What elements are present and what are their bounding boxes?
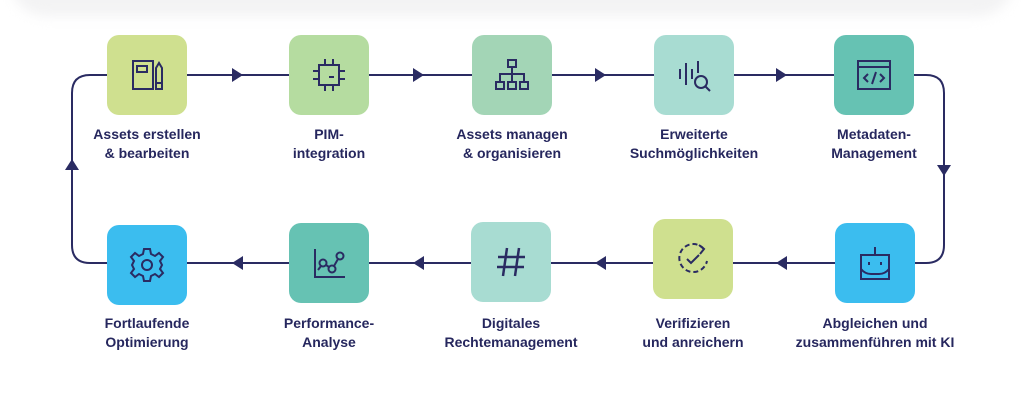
step-pim-integration (289, 35, 369, 115)
step-label: Metadaten-Management (831, 126, 917, 161)
step-metadaten-management (834, 35, 914, 115)
step-assets-managen (472, 35, 552, 115)
step-fortlaufende-optimierung (107, 225, 187, 305)
step-label: Assets managen& organisieren (456, 126, 568, 161)
step-assets-erstellen (107, 35, 187, 115)
step-digitales-rechtemanagement (471, 222, 551, 302)
arrow-left-2 (595, 256, 606, 270)
code-window-icon (857, 60, 891, 90)
arrow-right-2 (413, 68, 424, 82)
robot-icon (860, 247, 890, 280)
arrow-right-1 (232, 68, 243, 82)
arrow-left-3 (413, 256, 424, 270)
step-abgleichen-ki (835, 223, 915, 303)
step-label: PIM-integration (292, 126, 366, 161)
arrow-up (65, 159, 79, 170)
arrow-down (937, 165, 951, 176)
step-verifizieren (653, 219, 733, 299)
hashtag-icon (497, 247, 525, 277)
arrow-right-4 (776, 68, 787, 82)
document-pencil-icon (132, 60, 163, 90)
check-refresh-icon (678, 243, 708, 274)
arrow-left-1 (776, 256, 787, 270)
hierarchy-icon (495, 59, 529, 90)
arrow-left-4 (232, 256, 243, 270)
arrow-right-3 (595, 68, 606, 82)
chart-nodes-icon (314, 249, 345, 278)
chip-icon (313, 59, 345, 91)
step-performance-analyse (289, 223, 369, 303)
search-bars-icon (679, 61, 711, 92)
step-label: Assets erstellen& bearbeiten (93, 126, 201, 161)
gear-icon (129, 248, 165, 282)
step-label: Performance-Analyse (283, 315, 375, 350)
step-erweiterte-suche (654, 35, 734, 115)
top-shadow (10, 0, 1014, 16)
